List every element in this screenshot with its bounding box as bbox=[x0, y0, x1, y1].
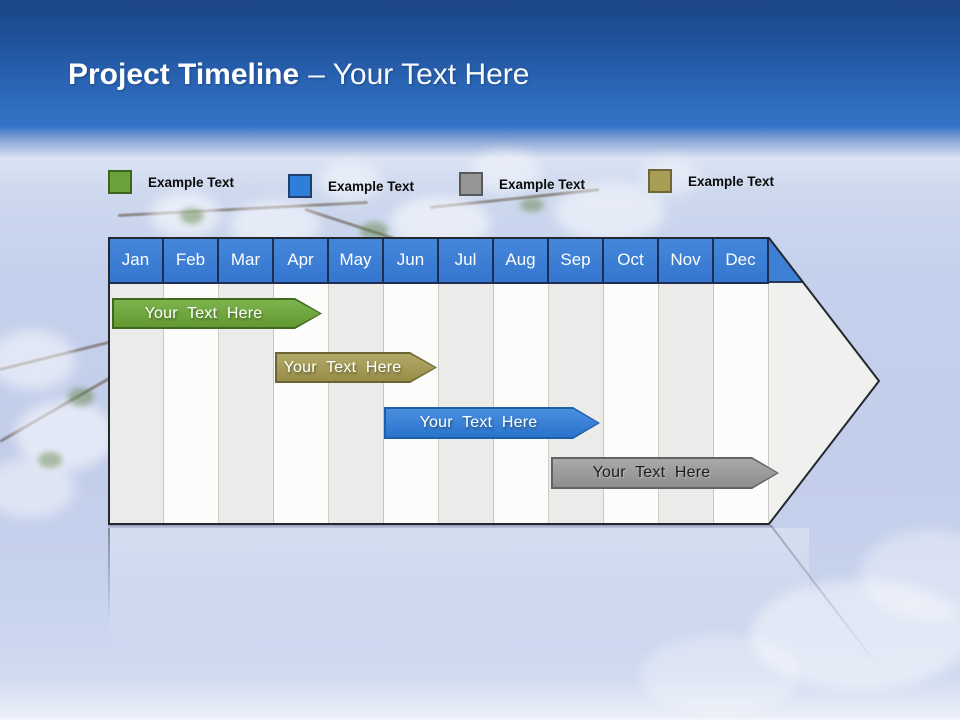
legend-item: Example Text bbox=[459, 172, 585, 196]
legend-label: Example Text bbox=[688, 173, 775, 189]
legend-swatch-blue bbox=[288, 174, 312, 198]
timeline-arrowhead bbox=[769, 238, 880, 524]
blossom-cluster bbox=[320, 162, 380, 202]
task-bar-label: Your Text Here bbox=[419, 414, 538, 431]
leaf bbox=[360, 222, 388, 240]
grid-column bbox=[494, 284, 549, 523]
legend-swatch-gray bbox=[459, 172, 483, 196]
legend-label: Example Text bbox=[328, 178, 415, 194]
blossom-cluster bbox=[0, 458, 75, 518]
month-header-feb: Feb bbox=[164, 238, 219, 282]
leaf bbox=[180, 208, 204, 224]
legend-label: Example Text bbox=[499, 176, 586, 192]
task-bar-label: Your Text Here bbox=[592, 464, 711, 481]
legend-swatch-olive bbox=[648, 169, 672, 193]
blossom-cluster bbox=[15, 400, 115, 470]
month-header-jun: Jun bbox=[384, 238, 439, 282]
legend-item: Example Text bbox=[288, 174, 414, 198]
table-reflection-left bbox=[108, 528, 110, 623]
slide-title-main: Project Timeline bbox=[68, 58, 300, 91]
table-reflection bbox=[109, 528, 809, 648]
month-header-oct: Oct bbox=[604, 238, 659, 282]
month-header-mar: Mar bbox=[219, 238, 274, 282]
leaf bbox=[520, 198, 544, 212]
grid-column bbox=[439, 284, 494, 523]
slide-title: Project Timeline– Your Text Here bbox=[68, 58, 529, 92]
month-header-sep: Sep bbox=[549, 238, 604, 282]
month-header-jul: Jul bbox=[439, 238, 494, 282]
leaf bbox=[68, 388, 94, 406]
grid-column bbox=[329, 284, 384, 523]
legend-item: Example Text bbox=[648, 169, 774, 193]
month-header-may: May bbox=[329, 238, 384, 282]
month-header-dec: Dec bbox=[714, 238, 769, 282]
month-header-apr: Apr bbox=[274, 238, 329, 282]
legend-swatch-green bbox=[108, 170, 132, 194]
task-bar-gray: Your Text Here bbox=[551, 457, 779, 489]
task-bar-green: Your Text Here bbox=[112, 298, 322, 329]
blossom-cluster bbox=[150, 192, 220, 237]
task-bar-blue: Your Text Here bbox=[384, 407, 600, 439]
grid-column bbox=[384, 284, 439, 523]
task-bar-label: Your Text Here bbox=[283, 358, 402, 376]
slide-title-placeholder: – Your Text Here bbox=[308, 58, 530, 91]
month-header-nov: Nov bbox=[659, 238, 714, 282]
cloud bbox=[640, 635, 800, 715]
blossom-cluster bbox=[555, 182, 665, 242]
blossom-cluster bbox=[0, 330, 75, 390]
cloud bbox=[750, 580, 960, 690]
leaf bbox=[38, 452, 62, 468]
legend-label: Example Text bbox=[148, 174, 235, 190]
timeline-chart: Jan Feb Mar Apr May Jun Jul Aug Sep Oct … bbox=[108, 236, 883, 526]
month-header-aug: Aug bbox=[494, 238, 549, 282]
legend-item: Example Text bbox=[108, 170, 234, 194]
task-bar-olive: Your Text Here bbox=[275, 352, 437, 383]
task-bar-label: Your Text Here bbox=[144, 304, 263, 322]
month-header-row: Jan Feb Mar Apr May Jun Jul Aug Sep Oct … bbox=[109, 238, 769, 282]
month-header-jan: Jan bbox=[109, 238, 164, 282]
